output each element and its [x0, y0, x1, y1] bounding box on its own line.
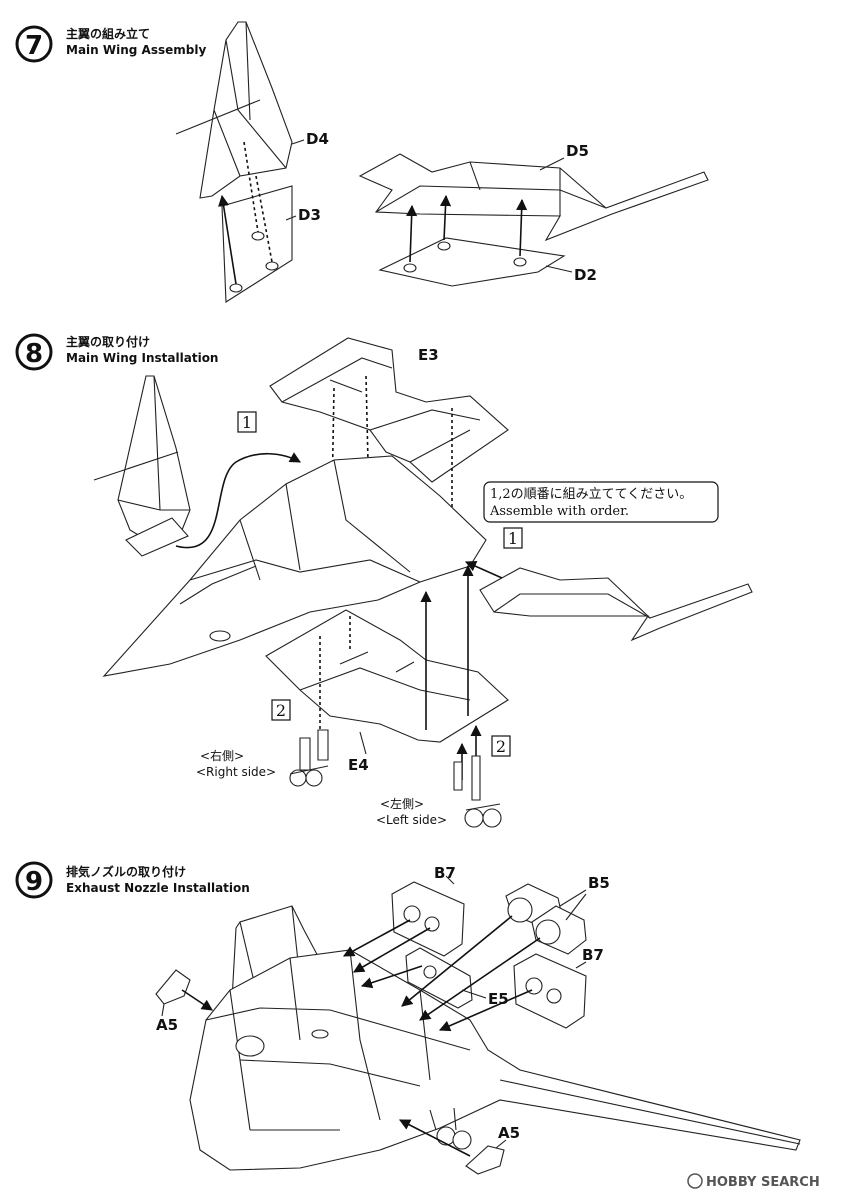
order-mark-1-left-text: 1 — [242, 413, 252, 432]
step-7-number-badge — [15, 25, 53, 63]
step-7-right-wing-diagram — [358, 153, 709, 287]
step-9-diagram — [155, 875, 801, 1175]
step-9-title-jp: 排気ノズルの取り付け — [66, 864, 186, 879]
order-mark-1-left: 1 — [237, 411, 257, 433]
left-side-label-jp: <左側> — [380, 796, 424, 811]
b7-top-label: B7 — [434, 864, 456, 882]
step-7-number: 7 — [25, 31, 43, 61]
e4-part-drawing — [265, 609, 509, 743]
e5-part-drawing — [405, 947, 473, 1009]
step-7-title-en: Main Wing Assembly — [66, 43, 206, 57]
watermark: HOBBY SEARCH — [687, 1173, 820, 1190]
watermark-logo-icon — [687, 1173, 703, 1189]
step-8-title-jp: 主翼の取り付け — [66, 334, 150, 349]
e5-label: E5 — [488, 990, 509, 1008]
d4-label: D4 — [306, 130, 329, 148]
step-9-title-en: Exhaust Nozzle Installation — [66, 881, 250, 895]
e3-part-drawing — [269, 337, 509, 483]
assembly-note-en: Assemble with order. — [489, 504, 629, 519]
assembly-note: 1,2の順番に組み立ててください。 Assemble with order. — [483, 481, 719, 523]
order-mark-2-left: 2 — [271, 699, 291, 721]
step-7-header: 7 主翼の組み立て Main Wing Assembly — [15, 25, 206, 63]
step-8-header: 8 主翼の取り付け Main Wing Installation — [15, 333, 218, 371]
rear-fuselage-drawing — [189, 949, 801, 1171]
left-side-label-en: <Left side> — [376, 813, 447, 827]
step-7-title-jp: 主翼の組み立て — [66, 26, 150, 41]
right-side-label-en: <Right side> — [196, 765, 276, 779]
a5-bottom-part-drawing — [465, 1145, 505, 1175]
e3-label: E3 — [418, 346, 439, 364]
gear-right-drawing — [299, 737, 311, 771]
d5-part-drawing — [358, 153, 709, 242]
e4-label: E4 — [348, 756, 369, 774]
step-9-number-badge — [15, 861, 53, 899]
wing-right-drawing — [479, 567, 753, 642]
order-mark-1-right-text: 1 — [508, 529, 518, 548]
gear-left-drawing — [453, 761, 463, 791]
step-8-number-badge — [15, 333, 53, 371]
step-9-header: 9 排気ノズルの取り付け Exhaust Nozzle Installation — [15, 861, 250, 899]
order-mark-1-right: 1 — [503, 527, 523, 549]
d3-part-drawing — [221, 185, 293, 303]
watermark-text: HOBBY SEARCH — [706, 1175, 820, 1190]
step-7-left-wing-diagram — [175, 21, 305, 303]
step-9-number: 9 — [25, 867, 43, 897]
d3-label: D3 — [298, 206, 321, 224]
d4-part-drawing — [199, 21, 293, 199]
right-side-label-jp: <右側> — [200, 748, 244, 763]
order-mark-2-right: 2 — [491, 735, 511, 757]
a5-left-label: A5 — [156, 1016, 178, 1034]
assembly-note-jp: 1,2の順番に組み立ててください。 — [490, 487, 692, 502]
order-mark-2-right-text: 2 — [496, 737, 506, 756]
a5-left-part-drawing — [155, 969, 191, 1005]
order-mark-2-left-text: 2 — [276, 701, 286, 720]
d2-label: D2 — [574, 266, 597, 284]
a5-bottom-label: A5 — [498, 1124, 520, 1142]
d2-part-drawing — [378, 237, 566, 287]
fuselage-drawing — [102, 455, 487, 677]
step-8-number: 8 — [25, 339, 43, 369]
b5-label: B5 — [588, 874, 610, 892]
step-8-title-en: Main Wing Installation — [66, 351, 218, 365]
step-8-diagram — [93, 337, 753, 828]
assembled-wing-left-drawing — [117, 375, 191, 549]
d5-label: D5 — [566, 142, 589, 160]
b7-right-label: B7 — [582, 946, 604, 964]
